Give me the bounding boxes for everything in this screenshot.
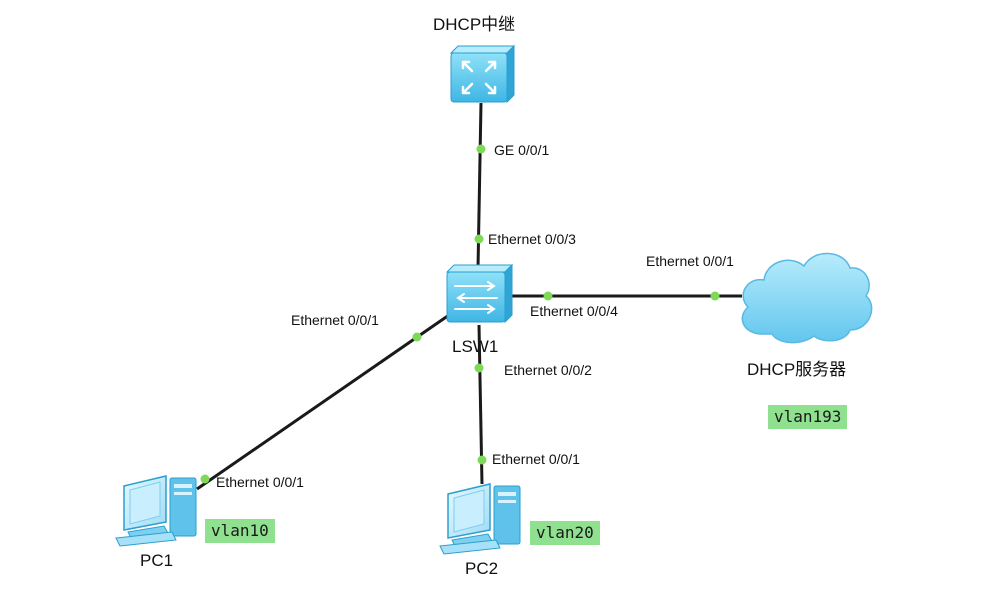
dhcp-relay-router-icon[interactable] <box>449 44 516 104</box>
relay-label: DHCP中继 <box>433 15 515 34</box>
port-label-switch-e4: Ethernet 0/0/4 <box>530 303 618 319</box>
server-label: DHCP服务器 <box>747 360 846 379</box>
port-dot-switch-e3 <box>474 234 484 244</box>
pc2-label: PC2 <box>465 559 498 578</box>
pc1-label: PC1 <box>140 551 173 570</box>
port-label-pc2-e1: Ethernet 0/0/1 <box>492 451 580 467</box>
port-label-relay-ge: GE 0/0/1 <box>494 142 549 158</box>
port-dot-pc2-e1 <box>477 455 487 465</box>
port-label-switch-e2: Ethernet 0/0/2 <box>504 362 592 378</box>
dhcp-server-cloud-icon[interactable] <box>741 252 873 344</box>
port-dot-pc1-e1 <box>200 474 210 484</box>
vlan-tag-server: vlan193 <box>768 405 848 429</box>
switch-lsw1-icon[interactable] <box>445 263 514 324</box>
pc2-computer-icon[interactable] <box>439 483 521 555</box>
switch-label: LSW1 <box>452 337 498 356</box>
port-label-server-e1: Ethernet 0/0/1 <box>646 253 734 269</box>
port-dot-server-e1 <box>710 291 720 301</box>
port-dot-relay-ge <box>476 144 486 154</box>
link-switch-pc1 <box>196 311 453 491</box>
port-label-switch-e3: Ethernet 0/0/3 <box>488 231 576 247</box>
vlan-tag-pc2: vlan20 <box>530 521 600 545</box>
port-label-pc1-e1: Ethernet 0/0/1 <box>216 474 304 490</box>
port-dot-switch-e4 <box>543 291 553 301</box>
port-dot-switch-e2 <box>474 363 484 373</box>
pc1-computer-icon[interactable] <box>115 475 197 547</box>
port-dot-switch-e1 <box>412 332 422 342</box>
port-label-switch-e1: Ethernet 0/0/1 <box>291 312 379 328</box>
port-dots <box>200 144 720 484</box>
vlan-tag-pc1: vlan10 <box>205 519 275 543</box>
